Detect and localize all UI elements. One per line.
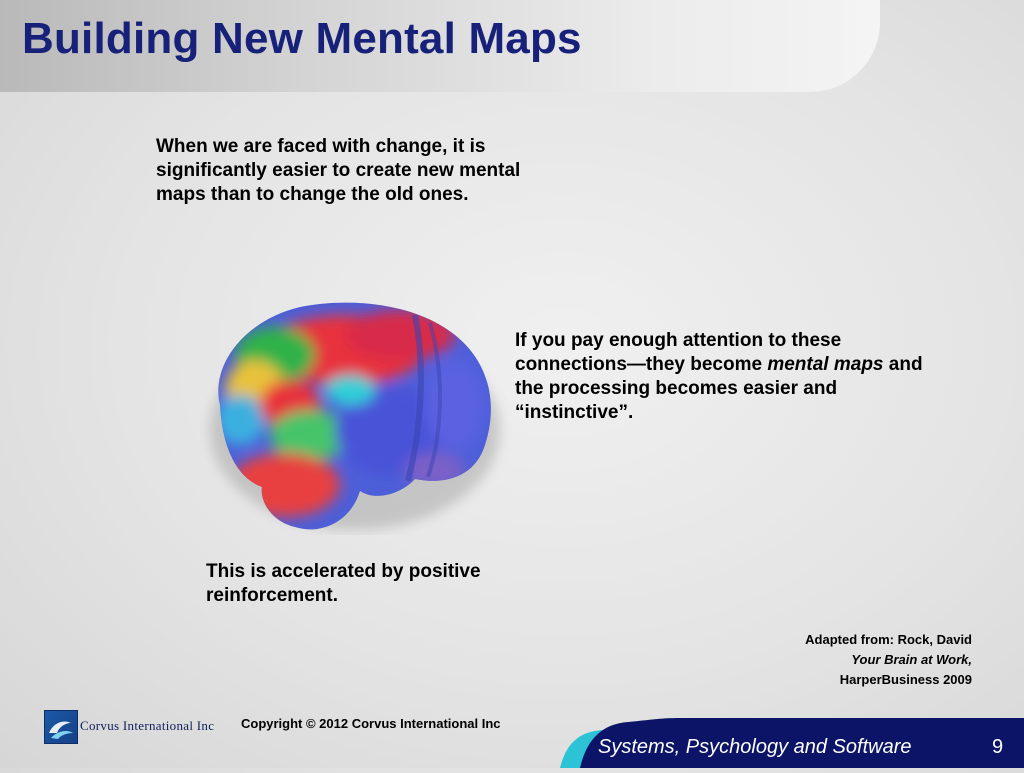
attention-paragraph: If you pay enough attention to these con… <box>515 329 935 425</box>
citation-author: Adapted from: Rock, David <box>805 632 972 647</box>
footer-band <box>540 716 1024 768</box>
citation-book: Your Brain at Work, <box>851 652 972 667</box>
logo-text: Corvus International Inc <box>80 718 215 733</box>
slide-title: Building New Mental Maps <box>22 14 582 63</box>
title-band <box>0 0 880 92</box>
intro-paragraph: When we are faced with change, it is sig… <box>156 136 521 205</box>
copyright: Copyright © 2012 Corvus International In… <box>241 716 501 731</box>
mental-maps-emphasis: mental maps <box>767 354 884 375</box>
page-number: 9 <box>992 736 1004 758</box>
attention-text-start: If you pay enough attention to these con… <box>515 330 842 375</box>
brain-heatmap-image <box>200 295 510 535</box>
footer-tagline: Systems, Psychology and Software <box>598 736 912 758</box>
attention-text-end: and the processing becomes easier and “i… <box>515 354 923 423</box>
citation-publisher: HarperBusiness 2009 <box>839 672 972 687</box>
reinforcement-paragraph: This is accelerated by positive reinforc… <box>206 561 481 606</box>
corvus-logo-icon <box>44 710 78 744</box>
citation: Adapted from: Rock, David Your Brain at … <box>805 630 972 690</box>
